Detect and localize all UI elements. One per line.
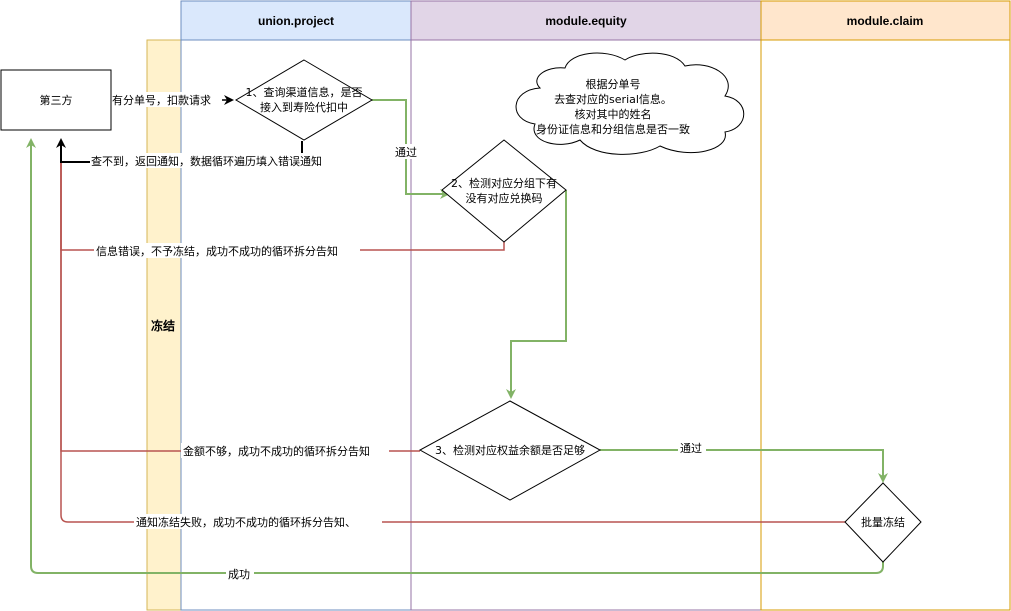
edge-insufficient bbox=[60, 162, 420, 452]
edge-label-insufficient: 金额不够，成功不成功的循环拆分告知 bbox=[181, 443, 389, 458]
svg-text:通过: 通过 bbox=[680, 442, 702, 455]
edge-label-success: 成功 bbox=[226, 566, 254, 581]
lane-title-claim: module.claim bbox=[847, 14, 924, 28]
edge-label-freeze-fail: 通知冻结失败，成功不成功的循环拆分告知、 bbox=[134, 514, 382, 529]
svg-text:信息错误，不予冻结，成功不成功的循环拆分告知: 信息错误，不予冻结，成功不成功的循环拆分告知 bbox=[96, 244, 338, 258]
cloud-note: 根据分单号 去查对应的serial信息。 核对其中的姓名 身份证信息和分组信息是… bbox=[515, 52, 745, 155]
edge-label-not-found: 查不到，返回通知，数据循环遍历填入错误通知 bbox=[90, 153, 346, 168]
edge-label-pass2: 通过 bbox=[678, 440, 706, 455]
step3-decision[interactable]: 3、检测对应权益余额是否足够 bbox=[418, 400, 602, 501]
edge-freeze-fail bbox=[60, 162, 846, 523]
step2-decision[interactable]: 2、检测对应分组下有 没有对应兑换码 bbox=[441, 139, 567, 243]
lane-module-claim: module.claim bbox=[760, 0, 1011, 611]
svg-text:查不到，返回通知，数据循环遍历填入错误通知: 查不到，返回通知，数据循环遍历填入错误通知 bbox=[91, 154, 322, 168]
edge-success bbox=[26, 138, 884, 574]
cloud-line2: 去查对应的serial信息。 bbox=[554, 92, 672, 106]
step1-label-line2: 接入到寿险代扣中 bbox=[260, 100, 348, 114]
third-party-label: 第三方 bbox=[40, 93, 73, 107]
lane-title-equity: module.equity bbox=[545, 14, 627, 28]
step2-label-line1: 2、检测对应分组下有 bbox=[451, 176, 557, 190]
edge-label-request: 有分单号，扣款请求 bbox=[112, 92, 222, 107]
step2-label-line2: 没有对应兑换码 bbox=[466, 191, 543, 205]
step1-decision[interactable]: 1、查询渠道信息，是否 接入到寿险代扣中 bbox=[235, 59, 373, 141]
step1-label-line1: 1、查询渠道信息，是否 bbox=[246, 85, 363, 99]
edge-label-info-error: 信息错误，不予冻结，成功不成功的循环拆分告知 bbox=[94, 243, 360, 258]
edge-pass2 bbox=[600, 449, 888, 483]
lane-title-project: union.project bbox=[258, 14, 334, 28]
svg-text:有分单号，扣款请求: 有分单号，扣款请求 bbox=[112, 93, 211, 107]
svg-text:金额不够，成功不成功的循环拆分告知: 金额不够，成功不成功的循环拆分告知 bbox=[183, 444, 370, 458]
third-party-node[interactable]: 第三方 bbox=[0, 69, 112, 131]
batch-freeze-decision[interactable]: 批量冻结 bbox=[844, 482, 922, 563]
svg-text:通知冻结失败，成功不成功的循环拆分告知、: 通知冻结失败，成功不成功的循环拆分告知、 bbox=[136, 515, 356, 529]
freeze-lane-label: 冻结 bbox=[151, 318, 175, 333]
edge-step2-to-step3 bbox=[506, 190, 567, 399]
svg-text:通过: 通过 bbox=[395, 146, 417, 159]
cloud-line1: 根据分单号 bbox=[586, 77, 641, 91]
batch-freeze-label: 批量冻结 bbox=[861, 515, 905, 529]
lane-union-project: union.project bbox=[180, 0, 412, 611]
svg-text:成功: 成功 bbox=[228, 568, 250, 581]
cloud-line4: 身份证信息和分组信息是否一致 bbox=[536, 122, 690, 136]
edge-info-error bbox=[60, 162, 505, 251]
step3-label: 3、检测对应权益余额是否足够 bbox=[435, 443, 585, 457]
edge-label-pass1: 通过 bbox=[393, 144, 419, 159]
cloud-line3: 核对其中的姓名 bbox=[575, 107, 652, 121]
